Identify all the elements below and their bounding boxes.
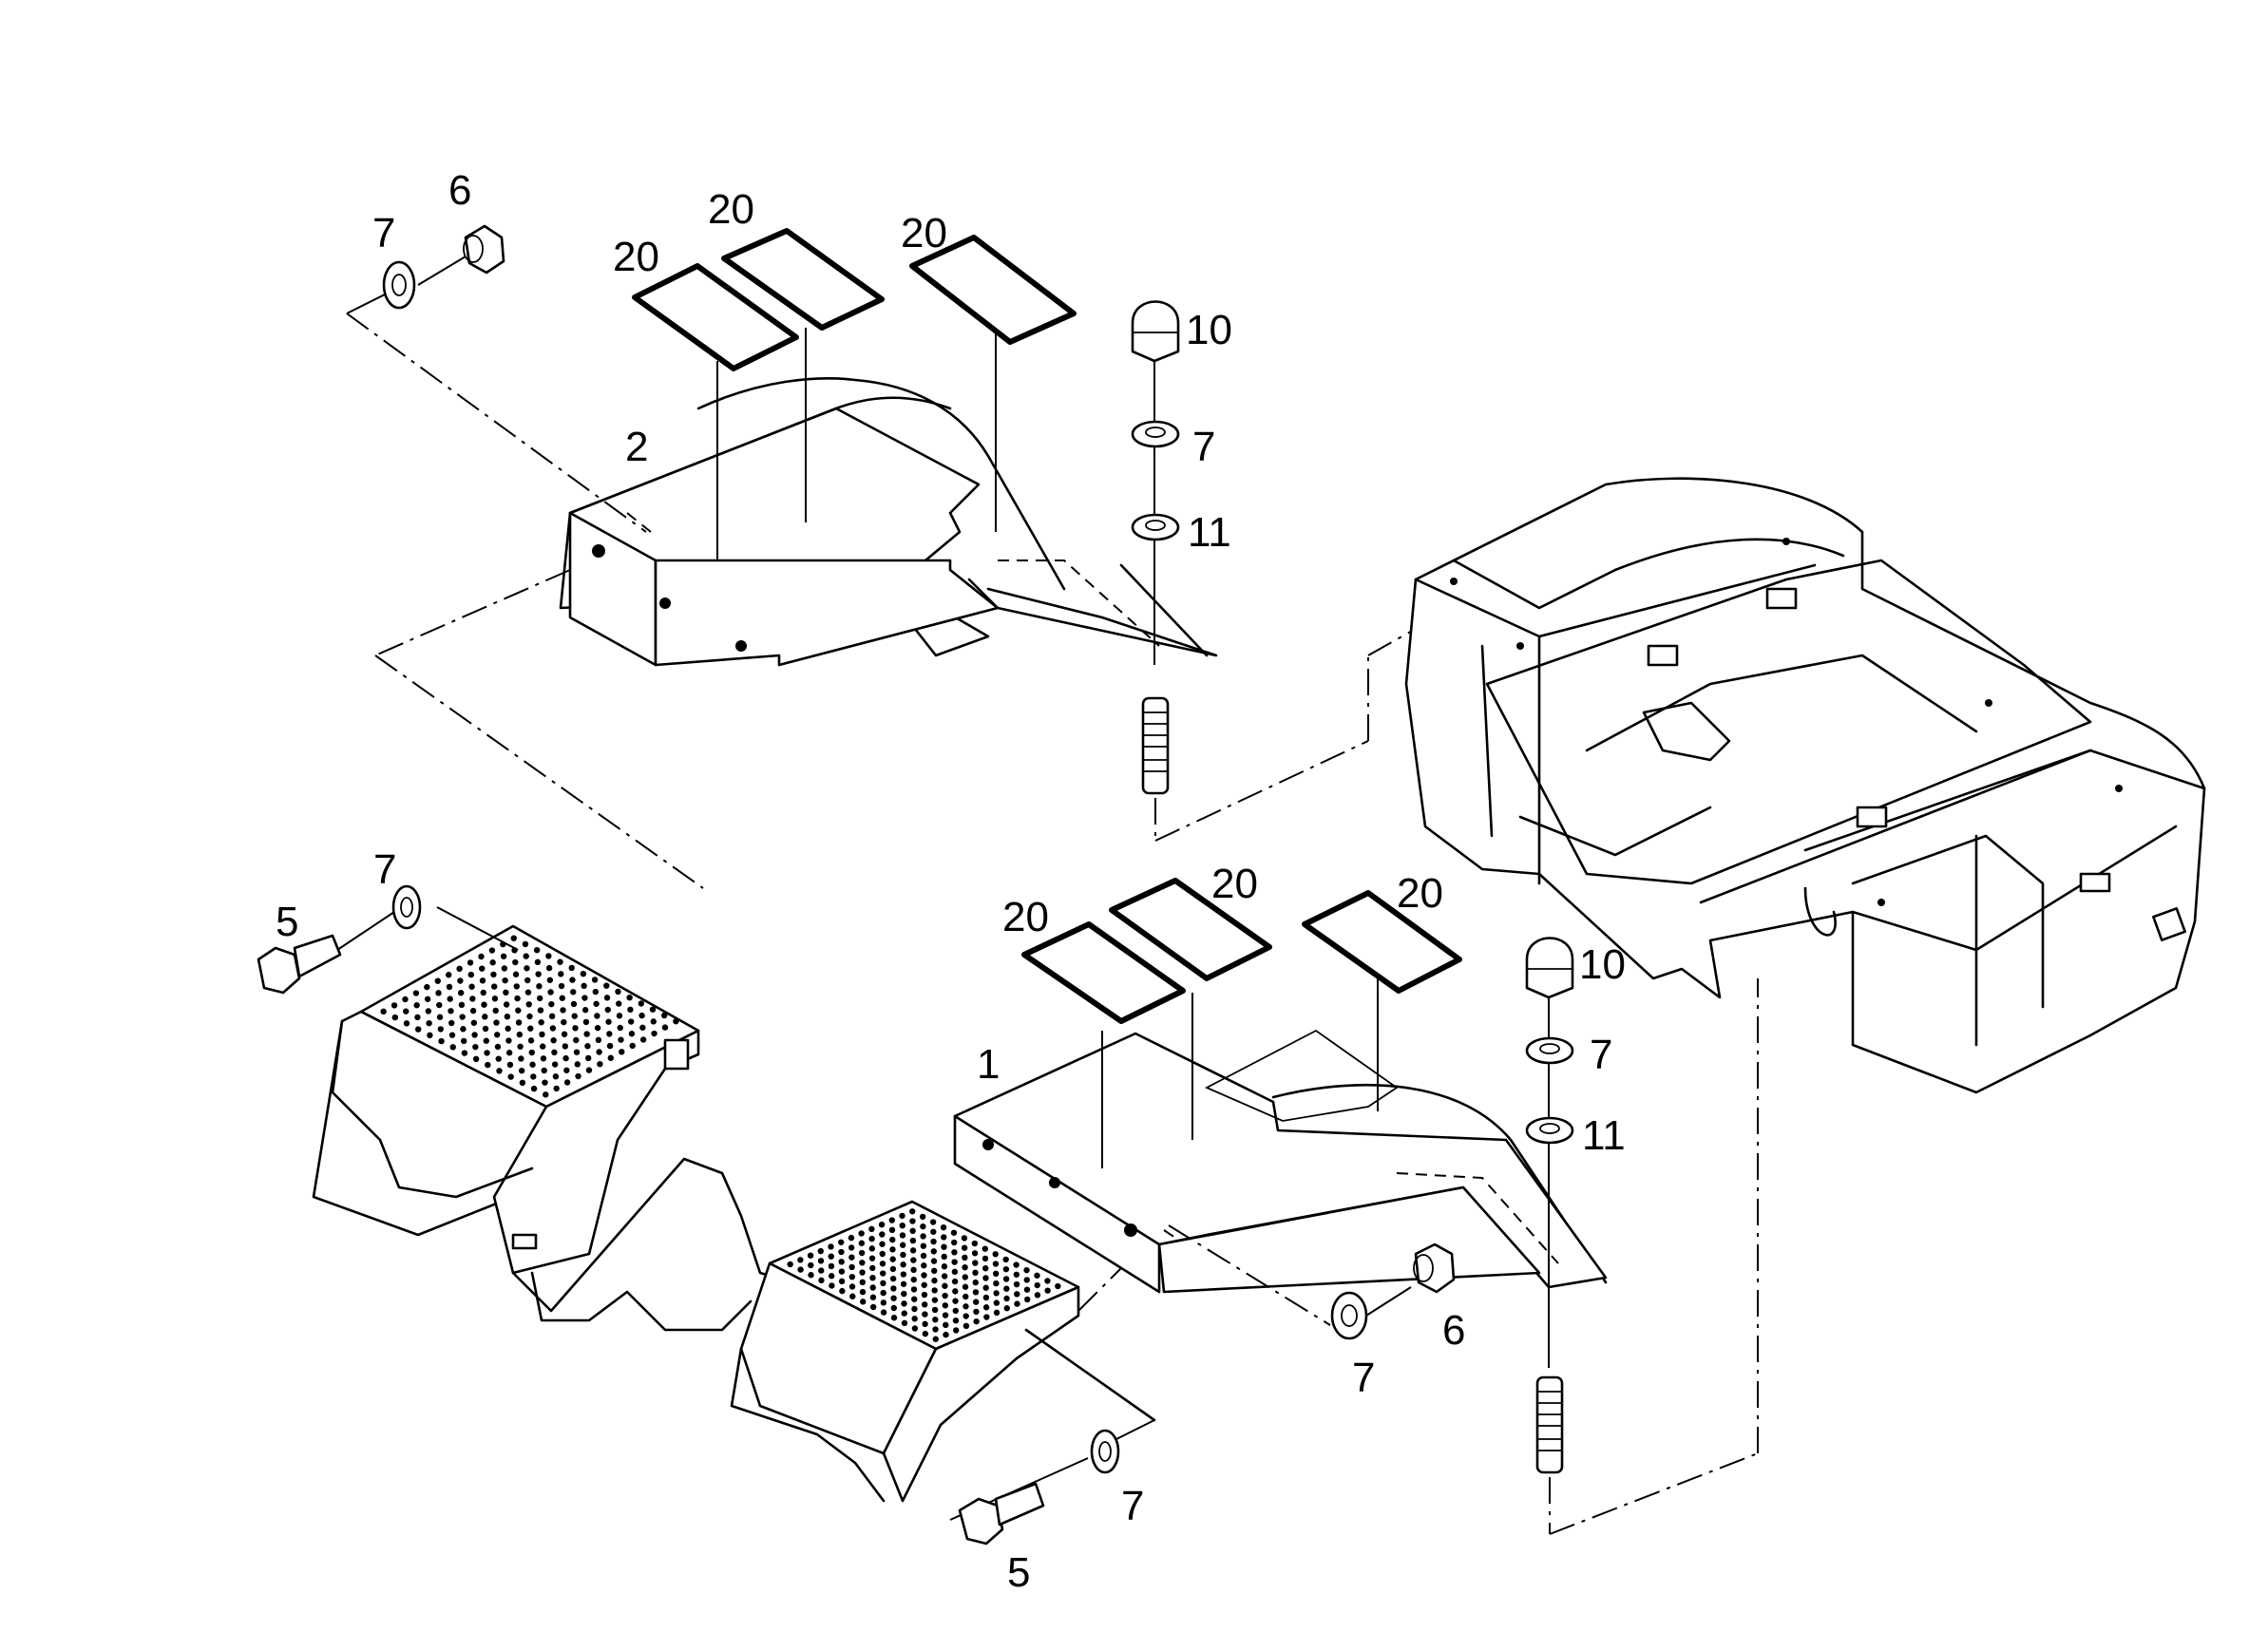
callout-11-lower: 11 (1582, 1112, 1626, 1159)
flat-washer-icon (1131, 513, 1180, 541)
callout-20-upper-right: 20 (901, 210, 947, 256)
callout-20-lower-left: 20 (1002, 894, 1049, 940)
decal-20-upper-left (632, 263, 799, 371)
hex-nut-icon (464, 224, 505, 275)
decal-20-lower-right (1302, 890, 1462, 994)
decal-20-upper-right (909, 235, 1077, 345)
callout-20-lower-mid: 20 (1211, 861, 1258, 907)
decal-20-lower-left (1021, 921, 1186, 1024)
callout-10-upper: 10 (1186, 307, 1232, 353)
callout-7-lower-stack: 7 (1590, 1032, 1612, 1078)
decal-20-lower-mid (1109, 878, 1272, 981)
hex-nut-icon (1414, 1242, 1456, 1294)
flat-washer-icon (1525, 1036, 1574, 1065)
chassis-assembly (1404, 477, 2206, 1094)
callout-7-bottom: 7 (1121, 1483, 1144, 1529)
fender-part-2 (559, 328, 1218, 667)
lower-decals (1021, 878, 1462, 1024)
callout-1-fender: 1 (977, 1041, 1000, 1088)
callout-5-bottom: 5 (1007, 1549, 1030, 1596)
flat-washer-icon (1525, 1116, 1574, 1145)
callout-6-lower: 6 (1442, 1307, 1465, 1354)
callout-labels: 6 7 20 20 20 2 10 7 11 5 7 20 20 20 1 10… (276, 167, 1626, 1596)
bottom-bolt-washer (949, 1419, 1155, 1546)
callout-6-upper: 6 (448, 167, 471, 214)
threaded-stud-icon (1141, 696, 1170, 795)
flat-washer-icon (1330, 1291, 1368, 1340)
callout-7-lower-nut: 7 (1352, 1355, 1375, 1401)
acorn-cap-nut-icon (1525, 937, 1574, 999)
step-perforation-pattern (787, 1208, 1061, 1342)
callout-7-left: 7 (373, 846, 396, 893)
upper-nut-washer (346, 224, 647, 533)
callout-11-upper: 11 (1188, 509, 1231, 556)
callout-20-lower-right: 20 (1397, 870, 1443, 917)
flat-washer-icon (391, 884, 422, 930)
callout-7-upper: 7 (372, 210, 395, 256)
threaded-stud-icon (1535, 1375, 1564, 1474)
hex-bolt-icon (257, 946, 301, 995)
callout-2-fender: 2 (625, 424, 648, 470)
hex-bolt-icon (958, 1497, 1004, 1546)
upper-cap-nut-stack (1131, 300, 1521, 842)
decal-20-upper-mid (721, 228, 885, 331)
lower-nut-washer (1168, 1224, 1456, 1340)
callout-20-upper-mid: 20 (708, 186, 754, 233)
flat-washer-icon (382, 260, 416, 310)
flat-washer-icon (1131, 420, 1180, 448)
callout-20-upper-left: 20 (613, 234, 659, 280)
callout-5-left: 5 (276, 899, 298, 945)
lower-cap-nut-stack (1525, 937, 1759, 1535)
left-bolt-washer (257, 884, 519, 995)
left-step-assembly (312, 924, 829, 1332)
fender-part-1 (953, 964, 1608, 1294)
callout-7-upper-stack: 7 (1192, 424, 1215, 470)
flat-washer-icon (1090, 1429, 1120, 1474)
step-perforation-pattern (380, 935, 679, 1098)
callout-10-lower: 10 (1579, 941, 1626, 988)
upper-decals (632, 228, 1077, 371)
acorn-cap-nut-icon (1131, 300, 1180, 363)
